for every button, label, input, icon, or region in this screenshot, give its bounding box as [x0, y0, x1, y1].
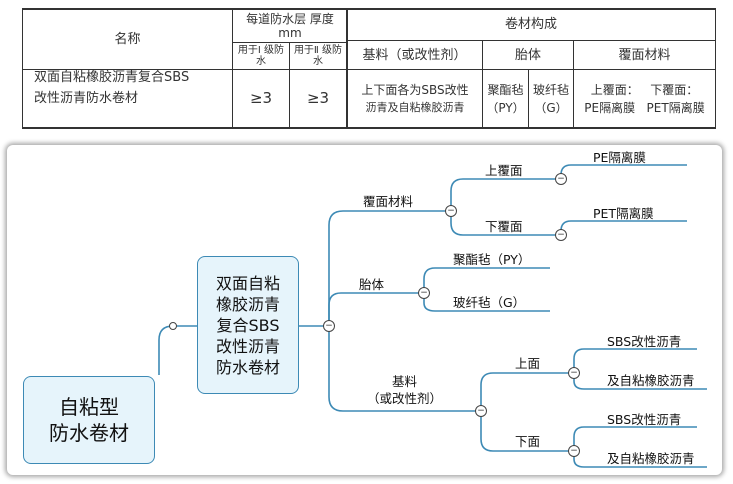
base-top-leaf-1[interactable]: SBS改性沥青 — [607, 334, 682, 349]
row-py-line-2: （PY） — [486, 100, 525, 115]
root-node[interactable]: 自粘型 防水卷材 — [23, 376, 155, 464]
center-node-line-3: 复合SBS — [216, 315, 280, 335]
row-carcass-py: 聚酯毡 （PY） — [483, 70, 528, 127]
base-bottom-collapse-icon[interactable]: − — [568, 445, 580, 457]
row-name-line-2: 改性沥青防水卷材 — [34, 91, 139, 106]
header-level-2: 用于Ⅱ 级防水 — [293, 45, 343, 67]
center-node-line-5: 防水卷材 — [215, 357, 280, 377]
connector-cover-top-leaf — [560, 164, 687, 179]
connector-base-top-leaf2 — [573, 373, 707, 390]
connector-base-bottom-leaf1 — [573, 426, 697, 451]
connector-to-carcass — [328, 292, 420, 326]
base-bottom-label[interactable]: 下面 — [515, 434, 541, 449]
root-node-line-1: 自粘型 — [59, 395, 119, 419]
row-level-1-value: ≥3 — [249, 89, 273, 107]
center-collapse-icon[interactable]: − — [323, 320, 335, 332]
row-carcass-g: 玻纤毡 （G） — [529, 70, 573, 127]
connector-cover-bottom — [450, 211, 559, 236]
connector-cover-top — [450, 178, 559, 211]
header-carcass: 胎体 — [514, 47, 541, 63]
row-level-2-value: ≥3 — [306, 89, 330, 107]
base-top-leaf-2[interactable]: 及自粘橡胶沥青 — [607, 373, 695, 388]
header-thickness: 每道防水层 厚度 mm — [246, 12, 334, 40]
connector-to-cover — [328, 210, 447, 326]
connector-base-top-leaf1 — [573, 348, 697, 373]
header-name: 名称 — [114, 31, 141, 47]
header-cover: 覆面材料 — [618, 47, 671, 63]
row-py-line-1: 聚酯毡 — [487, 82, 524, 97]
cover-bottom-leaf[interactable]: PET隔离膜 — [593, 206, 654, 221]
branch-cover-label[interactable]: 覆面材料 — [363, 194, 414, 209]
specification-table: 名称 每道防水层 厚度 mm 用于Ⅰ 级防水 用于Ⅱ 级防水 卷材构成 基料（或… — [22, 8, 716, 129]
carcass-py-leaf[interactable]: 聚酯毡（PY） — [453, 252, 531, 267]
connector-base-bottom — [480, 411, 570, 452]
connector-to-base — [328, 326, 477, 412]
branch-base-label[interactable]: 基料 （或改性剂） — [367, 373, 442, 407]
row-product-name: 双面自粘橡胶沥青复合SBS 改性沥青防水卷材 — [34, 70, 230, 127]
base-top-label[interactable]: 上面 — [515, 356, 541, 371]
cover-top-leaf[interactable]: PE隔离膜 — [593, 150, 646, 165]
center-node-line-1: 双面自粘 — [215, 273, 280, 293]
row-cover-value: 上覆面： 下覆面： PE隔离膜 PET隔离膜 — [574, 70, 715, 127]
base-bottom-leaf-2[interactable]: 及自粘橡胶沥青 — [607, 451, 695, 466]
mindmap-canvas: 自粘型 防水卷材 双面自粘 橡胶沥青 复合SBS 改性沥青 防水卷材 − 覆面材… — [7, 145, 722, 475]
row-base-line-2: 沥青及自粘橡胶沥青 — [365, 100, 465, 114]
header-level-1: 用于Ⅰ 级防水 — [237, 45, 285, 67]
row-base-line-1: 上下面各为SBS改性 — [361, 82, 469, 97]
carcass-collapse-icon[interactable]: − — [418, 287, 430, 299]
header-composition: 卷材构成 — [504, 17, 557, 32]
row-g-line-1: 玻纤毡 — [532, 82, 569, 97]
branch-base-line-2: （或改性剂） — [367, 391, 443, 406]
root-node-line-2: 防水卷材 — [49, 421, 129, 445]
carcass-g-leaf[interactable]: 玻纤毡（G） — [453, 295, 526, 310]
connector-carcass-g — [423, 293, 550, 312]
row-g-line-2: （G） — [534, 100, 568, 115]
base-top-collapse-icon[interactable]: − — [568, 367, 580, 379]
cover-collapse-icon[interactable]: − — [445, 205, 457, 217]
cover-bottom-label[interactable]: 下覆面 — [485, 219, 523, 234]
connector-base-top — [480, 372, 570, 411]
branch-carcass-label[interactable]: 胎体 — [359, 277, 385, 292]
connector-base-bottom-leaf2 — [573, 451, 707, 468]
branch-base-line-1: 基料 — [392, 374, 418, 389]
center-node-line-4: 改性沥青 — [215, 336, 280, 356]
root-connector-dot — [169, 322, 177, 330]
connector-root-center — [158, 325, 197, 375]
row-cover-line-2: PE隔离膜 PET隔离膜 — [584, 100, 705, 115]
base-collapse-icon[interactable]: − — [475, 405, 487, 417]
cover-top-collapse-icon[interactable]: − — [555, 173, 567, 185]
mindmap-connectors — [158, 164, 707, 468]
center-node[interactable]: 双面自粘 橡胶沥青 复合SBS 改性沥青 防水卷材 — [197, 256, 299, 394]
cover-bottom-collapse-icon[interactable]: − — [555, 229, 567, 241]
row-name-line-1: 双面自粘橡胶沥青复合SBS — [34, 70, 190, 85]
base-bottom-leaf-1[interactable]: SBS改性沥青 — [607, 412, 682, 427]
cover-top-label[interactable]: 上覆面 — [485, 163, 523, 178]
row-cover-line-1: 上覆面： 下覆面： — [590, 82, 699, 97]
row-base-value: 上下面各为SBS改性 沥青及自粘橡胶沥青 — [348, 70, 482, 127]
connector-cover-bottom-leaf — [560, 220, 687, 235]
header-base: 基料（或改性剂） — [362, 47, 467, 63]
center-node-line-2: 橡胶沥青 — [215, 294, 280, 314]
connector-carcass-py — [423, 267, 550, 293]
